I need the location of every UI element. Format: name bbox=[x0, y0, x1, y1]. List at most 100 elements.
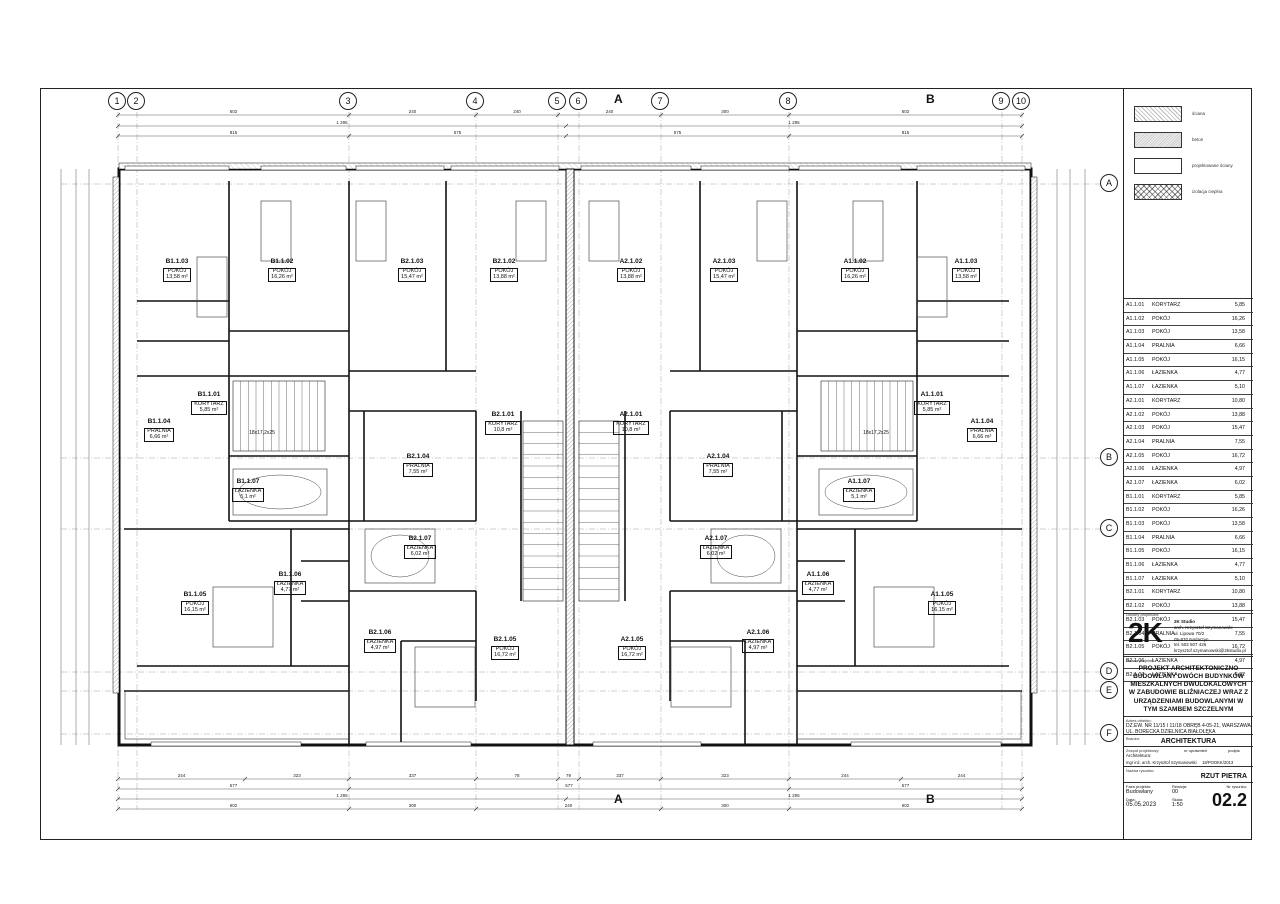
dimension-label: 244 bbox=[841, 773, 849, 778]
schedule-area: 16,26 bbox=[1231, 507, 1245, 514]
schedule-name: ŁAZIENKA bbox=[1152, 384, 1178, 391]
meta-block: Faza projektu: Budowlany Rewizja: 00 Dat… bbox=[1124, 782, 1253, 841]
axis-bubble-8: 8 bbox=[779, 92, 797, 110]
dimension-tick bbox=[786, 786, 792, 792]
dimension-tick bbox=[1019, 133, 1025, 139]
schedule-area: 5,10 bbox=[1234, 384, 1245, 391]
dimension-label: 78 bbox=[514, 773, 520, 778]
dimension-label: 300 bbox=[721, 803, 729, 808]
legend-swatch-concrete bbox=[1134, 132, 1182, 148]
bathtub-basin bbox=[716, 534, 776, 578]
schedule-name: ŁAZIENKA bbox=[1152, 562, 1178, 569]
legend-item: beton bbox=[1134, 132, 1246, 150]
dimension-label: 79 bbox=[566, 773, 572, 778]
schedule-area: 13,58 bbox=[1231, 521, 1245, 527]
dimension-tick bbox=[563, 123, 569, 129]
dimension-label: 240 bbox=[606, 109, 614, 114]
schedule-name: ŁAZIENKA bbox=[1152, 657, 1178, 664]
schedule-area: 6,02 bbox=[1234, 479, 1245, 486]
window bbox=[916, 165, 1026, 171]
schedule-name: ŁAZIENKA bbox=[1152, 575, 1178, 582]
window bbox=[355, 165, 445, 171]
bed bbox=[196, 256, 228, 318]
schedule-area: 13,58 bbox=[1231, 329, 1245, 336]
team-license-header: nr uprawnień bbox=[1184, 748, 1208, 753]
axis-bubble-10: 10 bbox=[1012, 92, 1030, 110]
bed bbox=[756, 200, 788, 262]
section-mark-a-top: A bbox=[614, 92, 623, 106]
team-block: Zespół projektowy: nr uprawnień podpis A… bbox=[1124, 746, 1253, 767]
schedule-area: 13,88 bbox=[1231, 603, 1245, 610]
schedule-code: B1.1.02 bbox=[1126, 507, 1145, 514]
dimension-tick bbox=[473, 806, 479, 812]
dimension-tick bbox=[576, 776, 582, 782]
bed bbox=[873, 586, 935, 648]
info-panel: ściana beton projektowane ściany izolacj… bbox=[1123, 88, 1253, 841]
bed bbox=[515, 200, 547, 262]
project-label: Nazwa projektu: bbox=[1126, 658, 1155, 663]
axis-bubble-1: 1 bbox=[108, 92, 126, 110]
dimension-label: 240 bbox=[513, 109, 521, 114]
dimension-label: 577 bbox=[902, 783, 910, 788]
date-value: 05.05.2023 bbox=[1126, 802, 1157, 808]
window bbox=[700, 165, 790, 171]
dimension-tick bbox=[115, 796, 121, 802]
window bbox=[798, 165, 902, 171]
dimension-label: 602 bbox=[230, 803, 238, 808]
schedule-code: A2.1.05 bbox=[1126, 452, 1145, 459]
dimension-label: 337 bbox=[409, 773, 417, 778]
project-title: PROJEKT ARCHITEKTONICZNO BUDOWLANY DWÓCH… bbox=[1128, 665, 1249, 713]
dimension-label: 337 bbox=[616, 773, 624, 778]
dimension-label: 244 bbox=[958, 773, 966, 778]
dimension-tick bbox=[658, 776, 664, 782]
schedule-area: 4,77 bbox=[1234, 370, 1245, 377]
schedule-name: PRALNIA bbox=[1152, 630, 1175, 637]
schedule-code: B1.1.05 bbox=[1126, 548, 1145, 555]
dimension-tick bbox=[555, 112, 561, 118]
window bbox=[260, 165, 347, 171]
window bbox=[580, 165, 692, 171]
schedule-area: 6,02 bbox=[1234, 671, 1245, 678]
dimension-tick bbox=[1019, 112, 1025, 118]
dimension-tick bbox=[1019, 796, 1025, 802]
schedule-area: 15,47 bbox=[1231, 425, 1245, 432]
dimension-tick bbox=[563, 796, 569, 802]
axis-bubble-9: 9 bbox=[992, 92, 1010, 110]
schedule-area: 6,66 bbox=[1234, 534, 1245, 541]
axis-bubble-4: 4 bbox=[466, 92, 484, 110]
scale-label: Skala: bbox=[1172, 797, 1184, 802]
schedule-name: KORYTARZ bbox=[1152, 589, 1181, 596]
phase-label: Faza projektu: bbox=[1126, 784, 1152, 789]
bathtub bbox=[710, 528, 782, 584]
sheet-number: 02.2 bbox=[1211, 790, 1247, 810]
revision-value: 00 bbox=[1172, 789, 1179, 795]
schedule-name: PRALNIA bbox=[1152, 438, 1175, 445]
dimension-label: 1 295 bbox=[788, 793, 800, 798]
legend-swatch-new-walls bbox=[1134, 158, 1182, 174]
address-block: Adres obiektu: DZ.EW. NR 11/15 I 11/18 O… bbox=[1124, 716, 1253, 735]
sheet-label: Nr rysunku: bbox=[1226, 784, 1247, 789]
dimension-tick bbox=[115, 806, 121, 812]
axis-bubble-b: B bbox=[1100, 448, 1118, 466]
legend-label: beton bbox=[1192, 137, 1204, 142]
schedule-area: 4,77 bbox=[1234, 562, 1245, 569]
legend-item: izolacja cieplna bbox=[1134, 184, 1246, 202]
dimension-label: 602 bbox=[902, 109, 910, 114]
dimension-tick bbox=[473, 776, 479, 782]
schedule-name: POKÓJ bbox=[1152, 315, 1170, 322]
bed bbox=[355, 200, 387, 262]
schedule-name: POKÓJ bbox=[1152, 452, 1170, 459]
schedule-name: POKÓJ bbox=[1152, 603, 1170, 610]
schedule-area: 16,72 bbox=[1231, 644, 1245, 651]
